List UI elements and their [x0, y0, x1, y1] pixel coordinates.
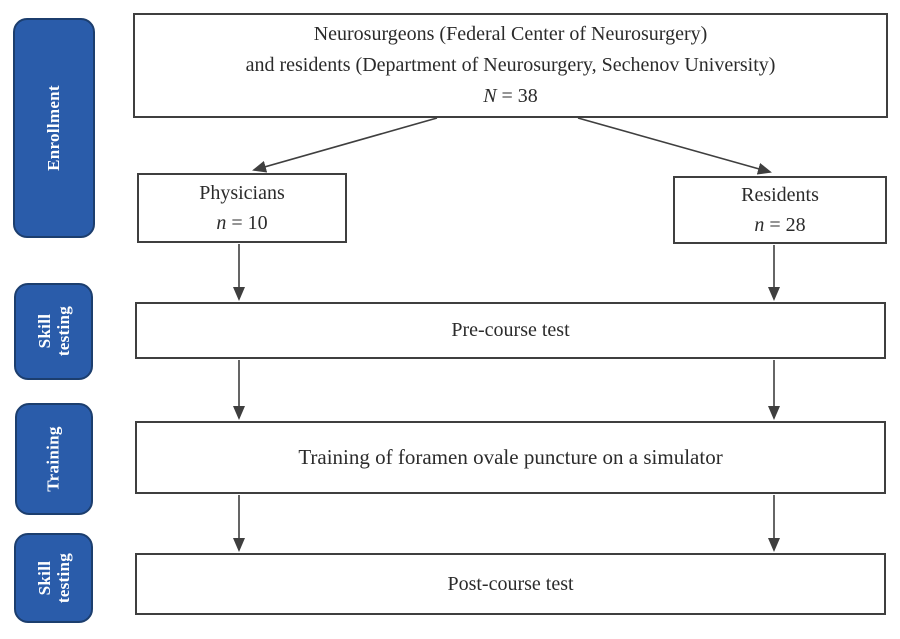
stage-label-skill-testing-1: Skill testing: [14, 283, 93, 380]
enrollment-line2: and residents (Department of Neurosurger…: [245, 54, 776, 76]
count-variable: n: [216, 212, 227, 234]
arrow-top-to-physicians: [252, 117, 438, 173]
stage-label-text: Skill testing: [34, 306, 73, 357]
count-value: = 38: [501, 85, 538, 107]
enrollment-line1: Neurosurgeons (Federal Center of Neurosu…: [313, 23, 708, 45]
post-course-test-box: Post-course test: [135, 553, 886, 615]
stage-label-text: Enrollment: [44, 85, 63, 171]
enrollment-count: N = 38: [483, 81, 538, 112]
arrow-top-to-residents: [577, 117, 772, 175]
count-value: = 28: [769, 214, 806, 236]
stage-label-text: Skill testing: [34, 552, 73, 604]
count-variable: n: [754, 214, 765, 236]
stage-label-text: Training: [43, 426, 63, 492]
stage-label-training: Training: [15, 403, 93, 515]
training-label: Training of foramen ovale puncture on a …: [298, 445, 723, 470]
pre-course-test-label: Pre-course test: [451, 319, 570, 341]
stage-label-enrollment: Enrollment: [13, 18, 95, 238]
count-variable: N: [483, 85, 497, 107]
pre-course-test-box: Pre-course test: [135, 302, 886, 359]
training-box: Training of foramen ovale puncture on a …: [135, 421, 886, 494]
count-value: = 10: [231, 212, 268, 234]
physicians-box: Physicians n = 10: [137, 173, 347, 243]
post-course-test-label: Post-course test: [447, 572, 574, 595]
residents-box: Residents n = 28: [673, 176, 887, 244]
residents-title: Residents: [741, 184, 819, 206]
physicians-title: Physicians: [199, 182, 285, 204]
stage-label-skill-testing-2: Skill testing: [14, 533, 93, 623]
physicians-count: n = 10: [216, 208, 267, 238]
enrollment-box: Neurosurgeons (Federal Center of Neurosu…: [133, 13, 888, 118]
residents-count: n = 28: [754, 210, 805, 240]
